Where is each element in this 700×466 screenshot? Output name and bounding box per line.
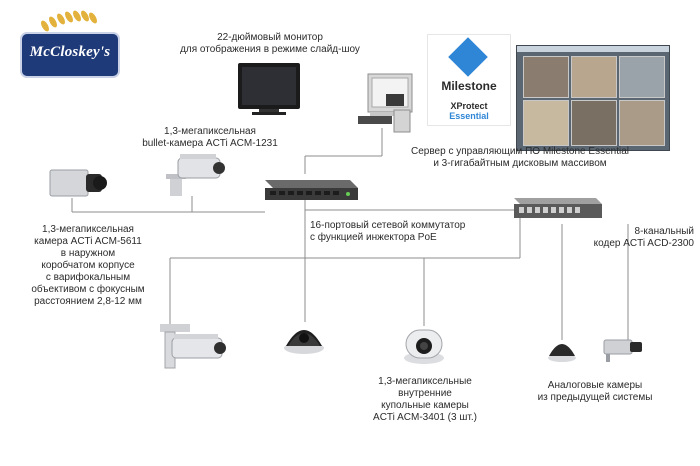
- dome-camera-icon: [284, 330, 324, 354]
- video-encoder-icon: [514, 198, 602, 218]
- logo-badge: [20, 32, 120, 78]
- video-pane: [523, 100, 569, 146]
- box-camera-label: 1,3-мегапиксельная камера ACTi ACM-5611 …: [31, 224, 145, 307]
- mccloskeys-logo: McCloskey's: [20, 10, 124, 78]
- monitor-icon: [238, 63, 300, 115]
- logo-brand: McCloskey's: [29, 44, 111, 60]
- video-pane: [571, 56, 617, 98]
- network-switch-icon: [265, 180, 358, 200]
- video-pane: [523, 56, 569, 98]
- dome-camera-icon-2: [404, 329, 444, 364]
- video-pane: [619, 100, 665, 146]
- dome-cameras-label: 1,3-мегапиксельные внутренние купольные …: [373, 376, 477, 423]
- milestone-logo: Milestone XProtect Essential: [427, 34, 511, 126]
- outdoor-camera-icon: [160, 324, 226, 369]
- milestone-product: XProtect Essential: [428, 101, 510, 121]
- server-computer-icon: [358, 73, 413, 133]
- analog-cameras-label: Аналоговые камеры из предыдущей системы: [537, 380, 653, 403]
- screenshot-titlebar: [517, 46, 669, 52]
- milestone-diamond-icon: [448, 37, 488, 77]
- bullet-camera-icon: [166, 154, 225, 196]
- xprotect-screenshot: [516, 45, 670, 151]
- milestone-product-line2: Essential: [449, 111, 489, 121]
- box-camera-icon: [49, 169, 107, 197]
- analog-dome-camera-icon: [548, 344, 576, 362]
- encoder-label: 8-канальный кодер ACTi ACD-2300: [593, 226, 694, 249]
- switch-label: 16-портовый сетевой коммутатор с функцие…: [310, 220, 466, 243]
- video-pane: [619, 56, 665, 98]
- bullet-camera-label: 1,3-мегапиксельная bullet-камера ACTi AC…: [142, 126, 278, 149]
- milestone-product-line1: XProtect: [450, 101, 488, 111]
- milestone-brand: Milestone: [441, 79, 497, 93]
- video-pane: [571, 100, 617, 146]
- wheat-icon: [41, 10, 97, 32]
- analog-box-camera-icon: [603, 339, 642, 362]
- monitor-label: 22-дюймовый монитор для отображения в ре…: [180, 32, 360, 55]
- server-label: Сервер с управляющим ПО Milestone Essent…: [411, 146, 629, 169]
